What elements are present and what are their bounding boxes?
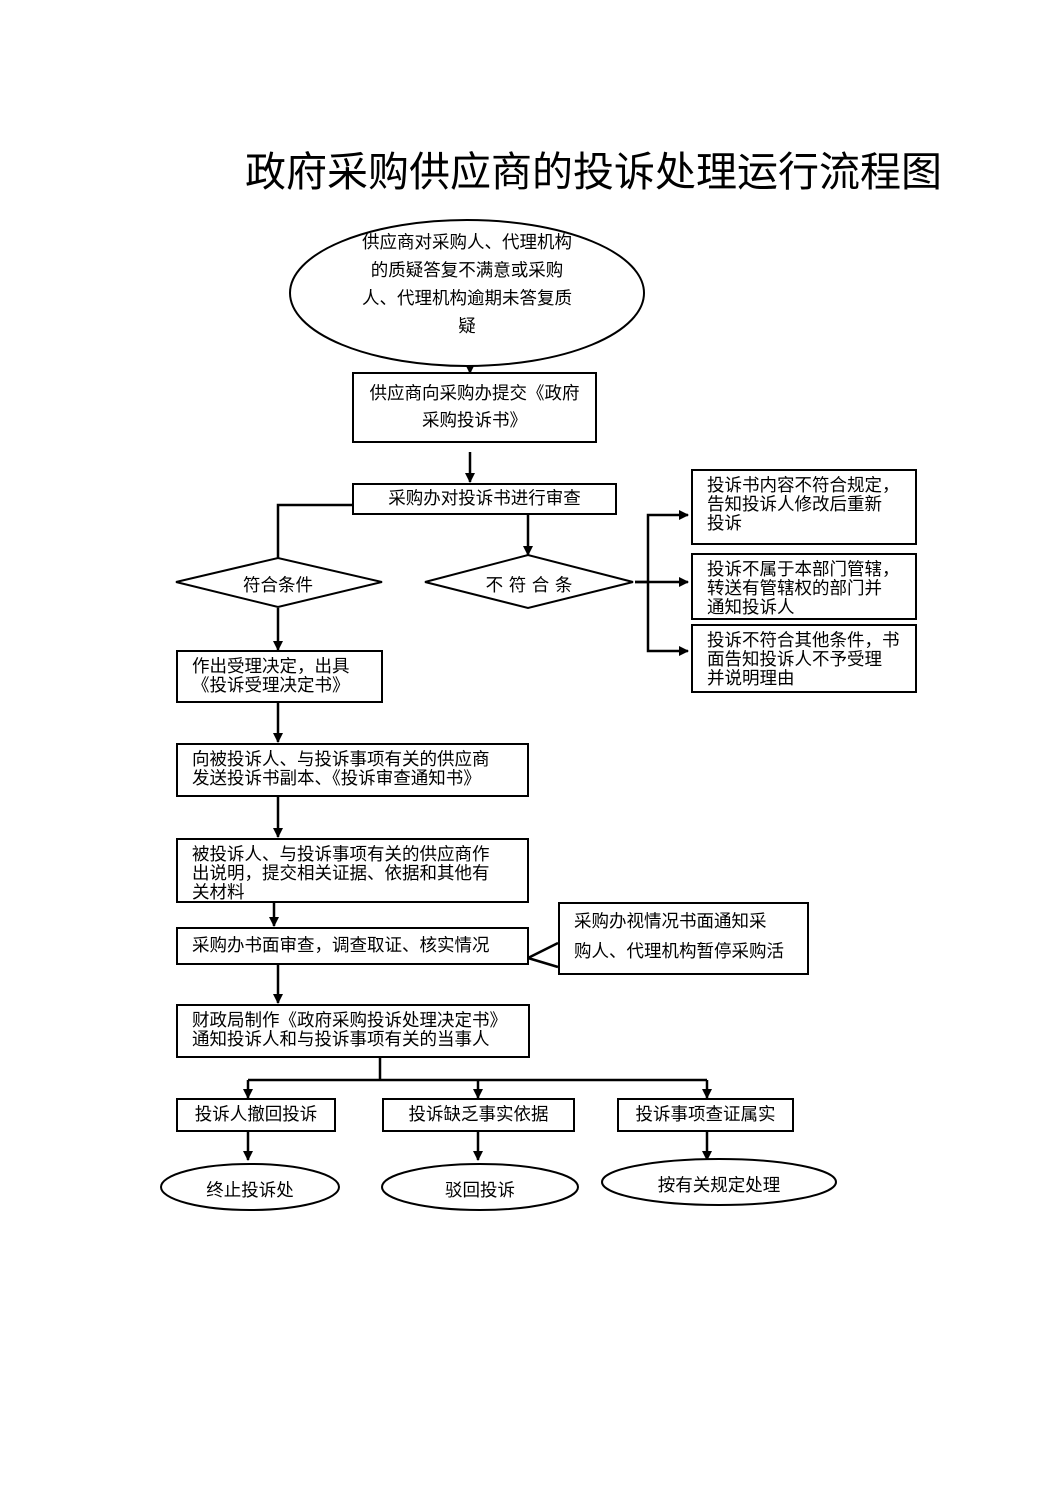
outcome-2-text: 投诉缺乏事实依据 bbox=[408, 1104, 549, 1125]
respond-box: 被投诉人、与投诉事项有关的供应商作 出说明，提交相关证据、依据和其他有 关材料 bbox=[176, 838, 529, 903]
reject-3-text: 投诉不符合其他条件，书 面告知投诉人不予受理 并说明理由 bbox=[707, 631, 900, 689]
arrow-reject-3 bbox=[646, 582, 689, 656]
meets-diamond bbox=[175, 556, 383, 609]
reject-3-box: 投诉不符合其他条件，书 面告知投诉人不予受理 并说明理由 bbox=[691, 624, 917, 693]
review-text: 采购办对投诉书进行审查 bbox=[388, 488, 581, 509]
outcome-1-text: 投诉人撤回投诉 bbox=[194, 1104, 318, 1125]
result-1-ellipse bbox=[160, 1163, 340, 1211]
result-2-text: 驳回投诉 bbox=[445, 1181, 515, 1201]
reject-2-box: 投诉不属于本部门管辖， 转送有管辖权的部门并 通知投诉人 bbox=[691, 553, 917, 620]
page-title: 政府采购供应商的投诉处理运行流程图 bbox=[245, 148, 942, 196]
result-3-ellipse bbox=[601, 1158, 837, 1206]
result-2-ellipse bbox=[381, 1163, 579, 1211]
not-meets-text: 不 符 合 条 bbox=[485, 576, 573, 596]
callout-pointer-2 bbox=[527, 956, 559, 969]
investigate-box: 采购办书面审查，调查取证、核实情况 bbox=[176, 927, 529, 965]
outcome-2-box: 投诉缺乏事实依据 bbox=[382, 1098, 575, 1132]
send-copy-box: 向被投诉人、与投诉事项有关的供应商 发送投诉书副本、《投诉审查通知书》 bbox=[176, 743, 529, 797]
submit-text: 供应商向采购办提交《政府 采购投诉书》 bbox=[369, 383, 580, 431]
submit-box: 供应商向采购办提交《政府 采购投诉书》 bbox=[352, 372, 597, 443]
suspend-note-text: 采购办视情况书面通知采 购人、代理机构暂停采购活 bbox=[574, 912, 784, 962]
reject-2-text: 投诉不属于本部门管辖， 转送有管辖权的部门并 通知投诉人 bbox=[707, 560, 900, 618]
outcome-1-box: 投诉人撤回投诉 bbox=[176, 1098, 336, 1132]
send-copy-text: 向被投诉人、与投诉事项有关的供应商 发送投诉书副本、《投诉审查通知书》 bbox=[192, 750, 490, 789]
outcome-3-box: 投诉事项查证属实 bbox=[617, 1098, 794, 1132]
arrow-review-meets bbox=[273, 503, 352, 569]
result-3-text: 按有关规定处理 bbox=[657, 1176, 781, 1196]
decision-text: 财政局制作《政府采购投诉处理决定书》 通知投诉人和与投诉事项有关的当事人 bbox=[192, 1011, 507, 1050]
callout-pointer bbox=[527, 941, 559, 960]
respond-text: 被投诉人、与投诉事项有关的供应商作 出说明，提交相关证据、依据和其他有 关材料 bbox=[192, 845, 490, 903]
decision-box: 财政局制作《政府采购投诉处理决定书》 通知投诉人和与投诉事项有关的当事人 bbox=[176, 1004, 530, 1058]
accept-text: 作出受理决定，出具 《投诉受理决定书》 bbox=[192, 657, 350, 696]
accept-box: 作出受理决定，出具 《投诉受理决定书》 bbox=[176, 650, 383, 703]
result-1-text: 终止投诉处 bbox=[206, 1181, 294, 1201]
arrow-reject-1 bbox=[635, 510, 689, 584]
outcome-3-text: 投诉事项查证属实 bbox=[635, 1104, 776, 1125]
reject-1-box: 投诉书内容不符合规定， 告知投诉人修改后重新 投诉 bbox=[691, 469, 917, 545]
not-meets-diamond bbox=[424, 553, 634, 610]
start-ellipse bbox=[289, 219, 645, 367]
review-box: 采购办对投诉书进行审查 bbox=[352, 483, 617, 515]
investigate-text: 采购办书面审查，调查取证、核实情况 bbox=[192, 936, 490, 956]
meets-text: 符合条件 bbox=[243, 576, 313, 596]
start-node-text: 供应商对采购人、代理机构 的质疑答复不满意或采购 人、代理机构逾期未答复质 疑 bbox=[362, 233, 572, 337]
suspend-note-box: 采购办视情况书面通知采 购人、代理机构暂停采购活 bbox=[558, 902, 809, 975]
reject-1-text: 投诉书内容不符合规定， 告知投诉人修改后重新 投诉 bbox=[707, 476, 900, 534]
